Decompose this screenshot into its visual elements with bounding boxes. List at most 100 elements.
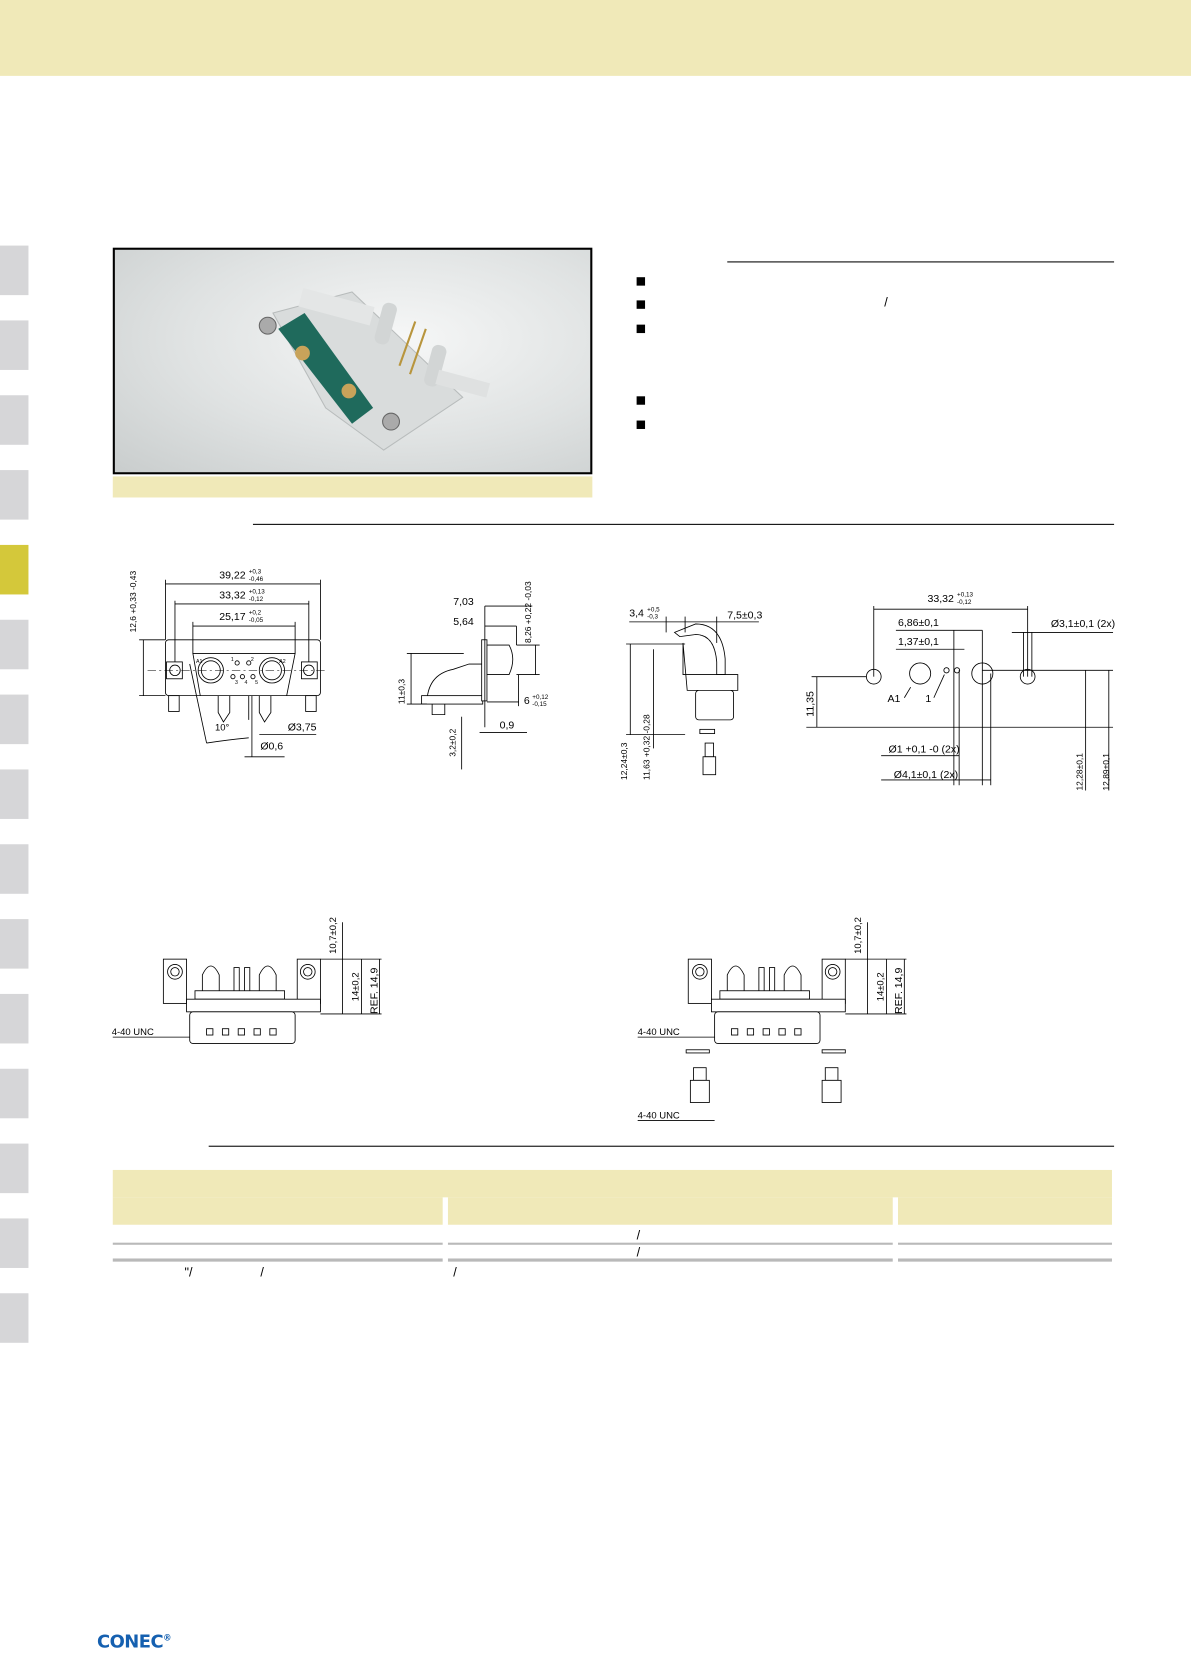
dim-variant-a-10-7: 10,7±0,2 — [328, 917, 339, 954]
feature-bullet — [636, 300, 646, 309]
dim-pcb-6-86: 6,86±0,1 — [898, 617, 939, 629]
dim-power-pin-dia: Ø3,75 — [288, 721, 317, 733]
drawings-heading-rule — [252, 523, 1115, 525]
dim-tol: +0,2 — [249, 609, 262, 616]
table-row-divider — [898, 1242, 1112, 1245]
conec-logo: CONEC® — [96, 1631, 172, 1653]
dim-variant-b-10-7: 10,7±0,2 — [853, 917, 864, 954]
dim-variant-a-ref: REF. 14,9 — [368, 968, 380, 1014]
dim-end-height-2: 11,63 +0,32 -0,28 — [641, 714, 651, 780]
sidebar-tab-4[interactable] — [0, 470, 29, 520]
dim-tol: +0,13 — [957, 592, 973, 599]
dim-side-pin: 3,2±0,2 — [447, 728, 457, 756]
sidebar-tab-7[interactable] — [0, 694, 29, 745]
sidebar-tab-14[interactable] — [0, 1218, 29, 1268]
dim-variant-a-14: 14±0,2 — [350, 972, 361, 1001]
table-row-2-slash: / — [636, 1244, 641, 1260]
contact-label: 1 — [231, 657, 234, 663]
drawing-front-view — [139, 579, 327, 758]
logo-registered-mark: ® — [163, 1633, 172, 1643]
sidebar-tab-5[interactable] — [0, 544, 29, 595]
ordering-heading-rule — [208, 1145, 1115, 1147]
dim-variant-b-ref: REF. 14,9 — [893, 968, 905, 1014]
table-note-mark: / — [260, 1264, 264, 1280]
contact-label: 5 — [255, 680, 258, 686]
dim-pcb-11-35: 11,35 — [805, 691, 817, 717]
contact-label: 2 — [251, 657, 254, 663]
table-row-divider — [112, 1242, 443, 1245]
dim-side-pcb: 11±0,3 — [397, 679, 407, 704]
connector-photo-image — [258, 288, 491, 451]
dim-side-depth: 7,03 — [453, 596, 474, 608]
dim-front-height: 12,6 +0,33 -0,43 — [128, 571, 138, 633]
dim-tol: +0,12 — [532, 694, 548, 701]
dim-signal-pin-dia: Ø0,6 — [260, 740, 283, 752]
dim-tol: +0,5 — [647, 606, 660, 613]
dim-tol: -0,15 — [532, 701, 547, 708]
sidebar-tab-2[interactable] — [0, 320, 29, 370]
table-row-divider — [898, 1258, 1112, 1262]
sidebar-tab-12[interactable] — [0, 1068, 29, 1119]
dim-variant-b-14: 14±0,2 — [875, 972, 886, 1001]
dim-front-width: 39,22 — [219, 570, 245, 582]
dim-pcb-12-89: 12,89±0,1 — [1101, 753, 1111, 791]
dim-pcb-signal-hole: Ø1 +0,1 -0 (2x) — [889, 744, 960, 756]
feature-bullet — [636, 324, 646, 334]
table-row-divider — [447, 1242, 893, 1245]
table-note-mark: "/ — [184, 1264, 193, 1280]
dim-tol: -0,3 — [647, 614, 658, 621]
dim-tol: -0,05 — [249, 617, 264, 624]
label-variant-a-thread: 4-40 UNC — [112, 1027, 154, 1038]
sidebar-tab-13[interactable] — [0, 1143, 29, 1194]
feature-bullet — [636, 396, 646, 405]
product-photo — [112, 247, 593, 475]
table-header-col-1 — [112, 1197, 443, 1225]
sidebar-tab-3[interactable] — [0, 395, 29, 445]
dim-pcb-mount-hole: Ø3,1±0,1 (2x) — [1051, 618, 1115, 630]
drawing-variant-b — [637, 922, 907, 1121]
dim-end-width: 7,5±0,3 — [727, 610, 762, 622]
drawing-end-view — [626, 616, 759, 776]
table-header-col-3 — [898, 1197, 1112, 1225]
label-variant-b-screw-thread: 4-40 UNC — [638, 1110, 680, 1121]
dim-front-shell: 25,17 — [219, 611, 245, 623]
drawing-variant-a — [112, 922, 382, 1044]
logo-text: CONEC — [96, 1631, 164, 1653]
sidebar-tab-8[interactable] — [0, 769, 29, 819]
dim-pcb-1-37: 1,37±0,1 — [898, 636, 939, 648]
dim-end-offset: 3,4 — [629, 608, 644, 620]
table-row-divider — [447, 1258, 893, 1262]
dim-tol: -0,12 — [957, 599, 972, 606]
dim-end-height: 12,24±0,3 — [619, 742, 629, 780]
contact-label: 3 — [235, 680, 238, 686]
dim-side-flange-thickness: 0,9 — [500, 719, 515, 731]
feature-slash: / — [884, 295, 888, 310]
dim-side-flange: 5,64 — [453, 616, 474, 628]
feature-bullet — [636, 420, 646, 429]
table-header-col-2 — [447, 1197, 893, 1225]
dim-tol: +0,13 — [249, 588, 265, 595]
dim-side-offset: 6 — [524, 695, 530, 707]
sidebar-tab-15[interactable] — [0, 1293, 29, 1343]
dim-tol: -0,12 — [249, 596, 264, 603]
label-a1: A1 — [887, 693, 900, 705]
contact-label: 4 — [245, 680, 248, 686]
drawing-side-view — [406, 605, 540, 770]
dim-side-height: 8,26 +0,22 -0,03 — [523, 581, 533, 643]
drawing-pcb-layout — [806, 606, 1114, 791]
sidebar-tab-10[interactable] — [0, 919, 29, 969]
sidebar-tab-9[interactable] — [0, 844, 29, 894]
label-variant-b-thread: 4-40 UNC — [638, 1027, 680, 1038]
feature-bullet — [636, 277, 646, 286]
dim-angle: 10° — [215, 722, 230, 733]
table-row-1-slash: / — [636, 1227, 641, 1243]
table-note-mark: / — [453, 1264, 457, 1280]
sidebar-tab-11[interactable] — [0, 993, 29, 1044]
dim-pcb-12-28: 12,28±0,1 — [1074, 753, 1084, 791]
sidebar-tab-1[interactable] — [0, 245, 29, 296]
sidebar-tab-6[interactable] — [0, 619, 29, 670]
contact-label: A2 — [279, 659, 286, 665]
dim-tol: -0,46 — [249, 576, 264, 583]
